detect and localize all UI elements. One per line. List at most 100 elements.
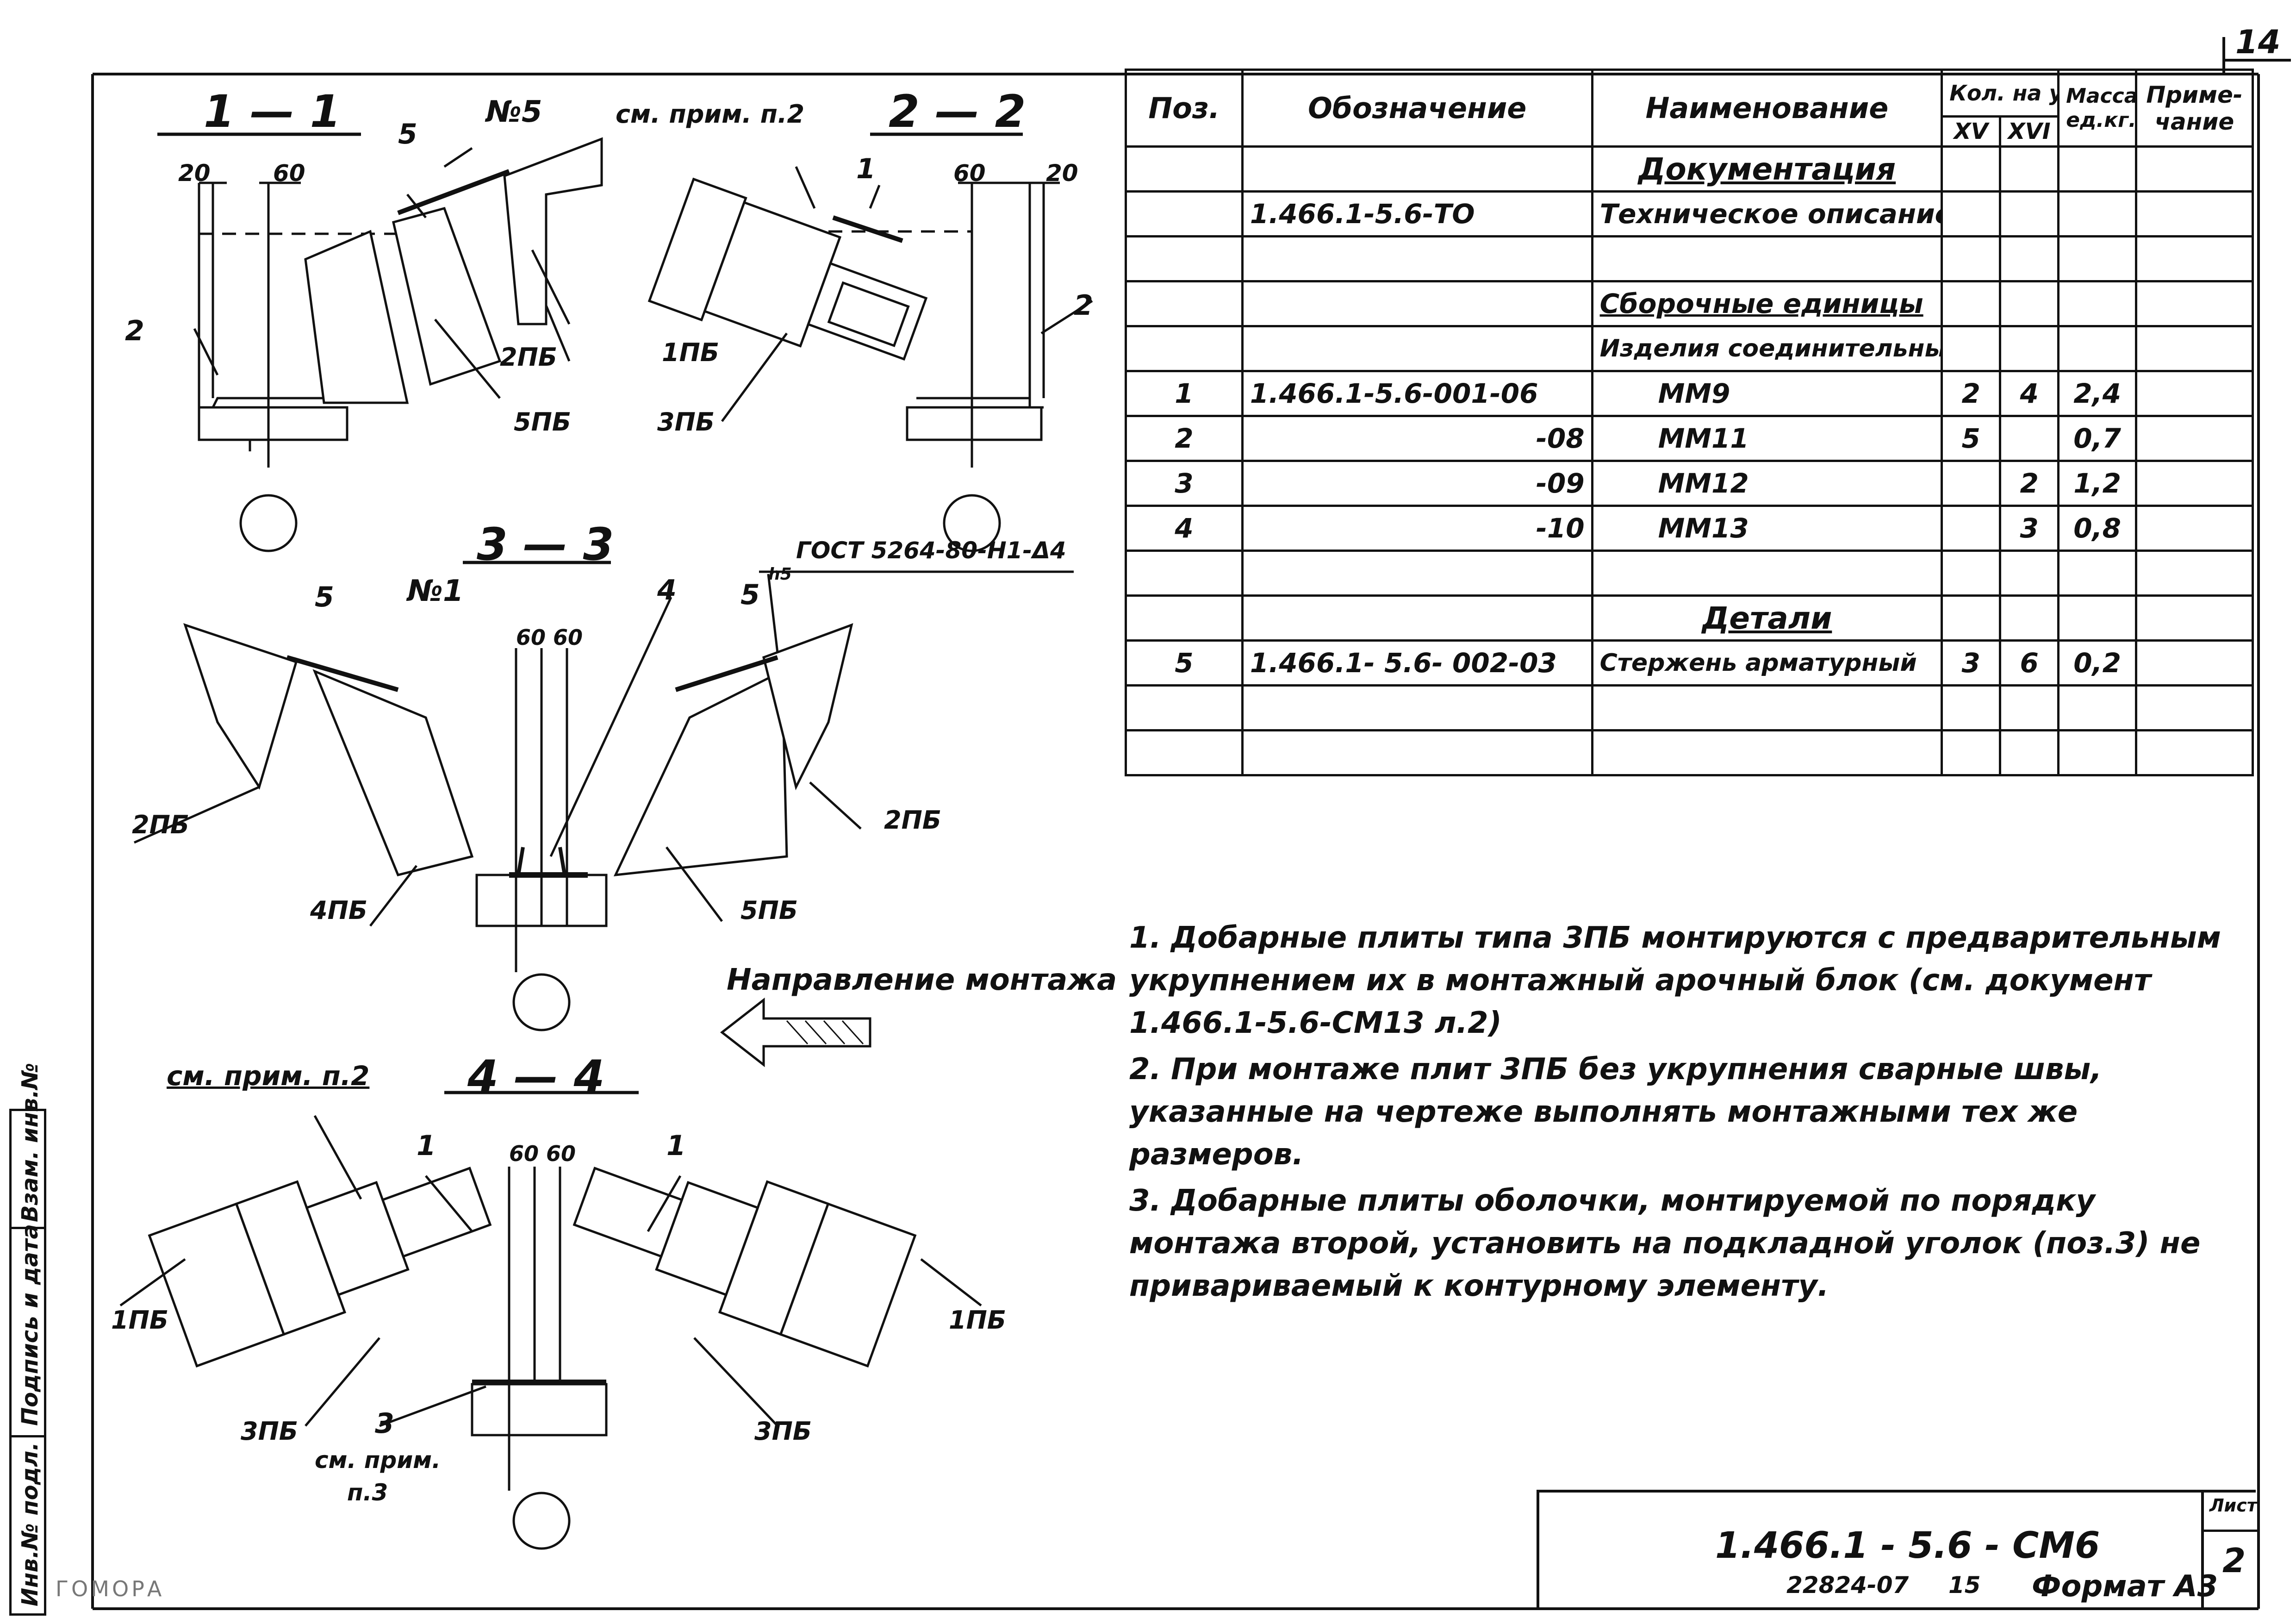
- label-pos2-a: 2: [125, 315, 144, 347]
- header-qty: Кол. на узел: [1941, 69, 2060, 118]
- sheet-number-top: 14: [2235, 23, 2281, 61]
- section-2-2-drawing: [647, 132, 1093, 468]
- section-title-2-2: 2 — 2: [889, 86, 1026, 137]
- label-no5: №5: [486, 95, 542, 129]
- cell-pos: 1: [1125, 370, 1244, 417]
- cell-mass: 1,2: [2057, 460, 2138, 507]
- section-connecting-items: Изделия соединительные: [1591, 325, 1943, 372]
- side-stamp: Взам. инв.№ Подпись и дата Инв.№ подл.: [9, 1063, 46, 1616]
- label-1pb-c: 1ПБ: [949, 1305, 1006, 1335]
- cell-name: ММ9: [1591, 370, 1943, 417]
- dim-60-b: 60: [953, 160, 986, 187]
- cell-name: ММ13: [1591, 505, 1943, 552]
- header-pos: Поз.: [1125, 69, 1244, 148]
- document-code: 1.466.1 - 5.6 - СМ6: [1715, 1525, 2100, 1567]
- corner-watermark: ГОМОРА: [56, 1576, 165, 1601]
- dim-20-b: 20: [1046, 160, 1078, 187]
- specification-table: Поз. Обозначение Наименование Кол. на уз…: [1125, 69, 2254, 776]
- footer-number: 15: [1948, 1572, 1981, 1599]
- cell-designation: -08: [1241, 415, 1593, 462]
- label-4pb: 4ПБ: [310, 896, 367, 925]
- inventory-number: 22824-07: [1786, 1572, 1909, 1599]
- section-title-1-1: 1 — 1: [204, 86, 341, 137]
- notes-block: 1.Добарные плиты типа 3ПБ монтируются с …: [1129, 917, 2254, 1311]
- cell-designation: -10: [1241, 505, 1593, 552]
- cell-xvi: [1999, 415, 2060, 462]
- cell-xvi: 2: [1999, 460, 2060, 507]
- cell-designation: 1.466.1-5.6-ТО: [1241, 190, 1593, 237]
- label-2pb-a: 2ПБ: [500, 343, 557, 372]
- section-title-3-3: 3 — 3: [477, 518, 614, 570]
- dim-60-a: 60: [273, 160, 305, 187]
- side-label-signature: Подпись и дата: [17, 1224, 43, 1426]
- label-5pb-a: 5ПБ: [514, 407, 571, 437]
- label-see-note3-b: п.3: [347, 1479, 388, 1506]
- label-1pb-b: 1ПБ: [111, 1305, 168, 1335]
- mounting-direction-label: Направление монтажа: [727, 963, 1117, 997]
- section-1-1-drawing: [157, 132, 603, 468]
- cell-mass: 0,8: [2057, 505, 2138, 552]
- label-see-note2-a: см. прим. п.2: [616, 100, 805, 129]
- dim-6060-a: 60 60: [516, 625, 583, 650]
- cell-name: Стержень арматурный: [1591, 639, 1943, 687]
- sheet-number: 2: [2222, 1541, 2246, 1580]
- cell-name: Техническое описание: [1591, 190, 1943, 237]
- sheet-cell: Лист 2: [2201, 1493, 2259, 1608]
- header-name: Наименование: [1591, 69, 1943, 148]
- label-pos3: 3: [375, 1407, 394, 1440]
- cell-pos: 3: [1125, 460, 1244, 507]
- cell-xvi: 4: [1999, 370, 2060, 417]
- label-pos5-b: 5: [315, 581, 334, 613]
- side-label-replace: Взам. инв.№: [17, 1062, 43, 1222]
- section-assembly-units: Сборочные единицы: [1591, 280, 1943, 327]
- cell-pos: 4: [1125, 505, 1244, 552]
- cell-designation: 1.466.1- 5.6- 002-03: [1241, 639, 1593, 687]
- label-1pb-a: 1ПБ: [662, 338, 719, 367]
- label-pos4: 4: [657, 574, 677, 606]
- header-xvi: XVI: [1999, 115, 2060, 148]
- label-pos5-c: 5: [740, 579, 760, 611]
- cell-xvi: 3: [1999, 505, 2060, 552]
- section-3-3-drawing: [133, 561, 1074, 972]
- direction-arrow: [720, 997, 871, 1068]
- cell-name: ММ12: [1591, 460, 1943, 507]
- label-5pb-b: 5ПБ: [740, 896, 798, 925]
- cell-xv: [1941, 505, 2002, 552]
- header-xv: XV: [1941, 115, 2002, 148]
- label-pos5-a: 5: [398, 118, 417, 150]
- section-documentation: Документация: [1591, 145, 1943, 193]
- cell-xv: 2: [1941, 370, 2002, 417]
- cell-xvi: 6: [1999, 639, 2060, 687]
- cell-xv: [1941, 460, 2002, 507]
- label-pos1-b: 1: [417, 1130, 436, 1162]
- cell-mass: 0,2: [2057, 639, 2138, 687]
- label-pos1-a: 1: [856, 153, 876, 185]
- title-block: 1.466.1 - 5.6 - СМ6 Лист 2: [1537, 1490, 2259, 1608]
- sheet-label: Лист: [2209, 1495, 2257, 1516]
- format-label: Формат А3: [2032, 1569, 2218, 1604]
- label-gost: ГОСТ 5264-80-Н1-Δ4: [796, 537, 1066, 564]
- cell-pos: 5: [1125, 639, 1244, 687]
- cell-designation: 1.466.1-5.6-001-06: [1241, 370, 1593, 417]
- section-details: Детали: [1591, 594, 1943, 642]
- note-item: 3.Добарные плиты оболочки, монтируемой п…: [1129, 1184, 2201, 1303]
- label-3pb-a: 3ПБ: [657, 407, 715, 437]
- label-2pb-c: 2ПБ: [884, 806, 941, 835]
- cell-name: ММ11: [1591, 415, 1943, 462]
- cell-mass: 0,7: [2057, 415, 2138, 462]
- label-see-note3-a: см. прим.: [315, 1447, 441, 1474]
- label-3pb-c: 3ПБ: [754, 1417, 812, 1446]
- note-item: 1.Добарные плиты типа 3ПБ монтируются с …: [1129, 921, 2221, 1040]
- cell-designation: -09: [1241, 460, 1593, 507]
- header-note: Приме- чание: [2135, 69, 2254, 148]
- cell-xv: 5: [1941, 415, 2002, 462]
- label-2pb-b: 2ПБ: [132, 810, 189, 839]
- section-4-4-drawing: [119, 1091, 982, 1491]
- section-title-4-4: 4 — 4: [467, 1051, 605, 1103]
